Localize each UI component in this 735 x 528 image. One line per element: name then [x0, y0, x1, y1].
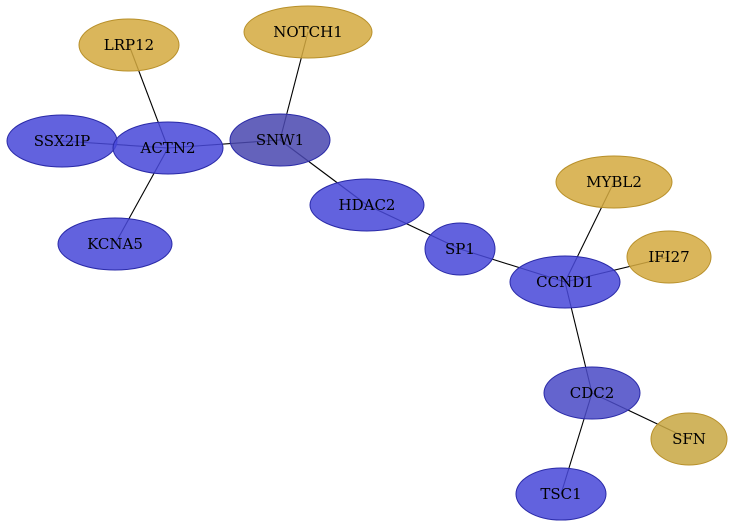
node-shape: [650, 412, 728, 466]
node-shape: [424, 222, 496, 276]
node-shape: [112, 121, 224, 175]
node-label: SNW1: [256, 131, 304, 149]
node-shape: [243, 5, 373, 59]
node-shape: [57, 217, 173, 271]
node-shape: [509, 255, 621, 309]
node-notch1[interactable]: NOTCH1: [243, 5, 373, 59]
node-hdac2[interactable]: HDAC2: [309, 178, 425, 232]
node-label: NOTCH1: [273, 23, 343, 41]
node-label: IFI27: [648, 248, 689, 266]
node-snw1[interactable]: SNW1: [229, 113, 331, 167]
node-tsc1[interactable]: TSC1: [515, 467, 607, 521]
node-label: SP1: [445, 240, 475, 258]
node-label: ACTN2: [140, 139, 196, 157]
node-ssx2ip[interactable]: SSX2IP: [6, 114, 118, 168]
node-shape: [78, 18, 180, 72]
node-shape: [515, 467, 607, 521]
node-lrp12[interactable]: LRP12: [78, 18, 180, 72]
node-shape: [543, 366, 641, 420]
node-shape: [555, 155, 673, 209]
node-cdc2[interactable]: CDC2: [543, 366, 641, 420]
node-label: KCNA5: [87, 235, 143, 253]
node-ccnd1[interactable]: CCND1: [509, 255, 621, 309]
node-label: SSX2IP: [34, 132, 91, 150]
node-label: MYBL2: [586, 173, 642, 191]
node-label: SFN: [672, 430, 706, 448]
node-actn2[interactable]: ACTN2: [112, 121, 224, 175]
node-shape: [626, 230, 712, 284]
node-label: CDC2: [570, 384, 615, 402]
node-sfn[interactable]: SFN: [650, 412, 728, 466]
node-label: TSC1: [540, 485, 581, 503]
node-shape: [229, 113, 331, 167]
node-mybl2[interactable]: MYBL2: [555, 155, 673, 209]
node-kcna5[interactable]: KCNA5: [57, 217, 173, 271]
node-label: HDAC2: [339, 196, 396, 214]
node-sp1[interactable]: SP1: [424, 222, 496, 276]
node-shape: [309, 178, 425, 232]
node-label: LRP12: [104, 36, 154, 54]
node-ifi27[interactable]: IFI27: [626, 230, 712, 284]
node-label: CCND1: [536, 273, 594, 291]
